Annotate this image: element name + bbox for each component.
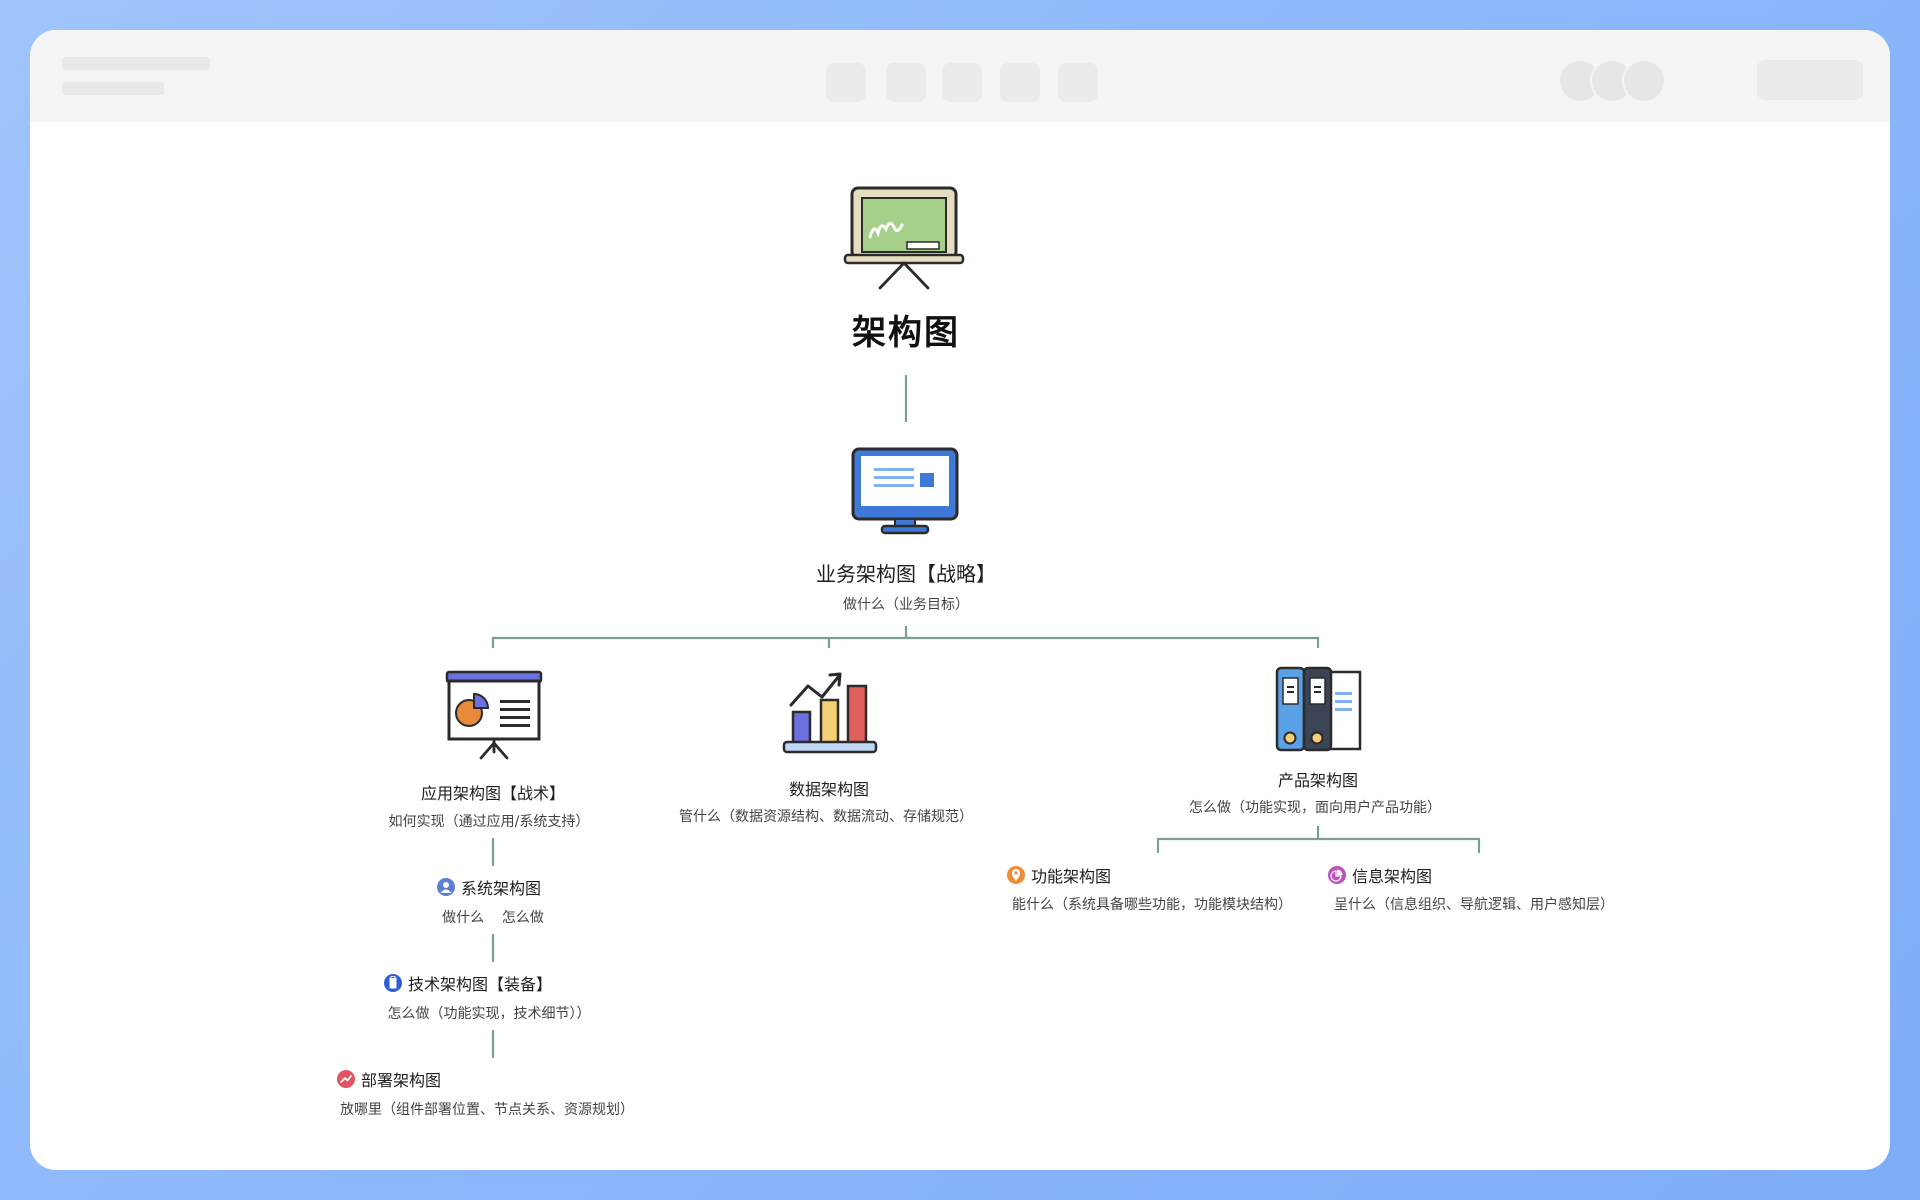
toolbar-button-1[interactable] (826, 63, 866, 102)
bar-chart-icon (782, 672, 878, 754)
blackboard-icon (843, 186, 965, 290)
technology-node-desc: 怎么做（功能实现，技术细节）） (387, 1006, 591, 1022)
root-title[interactable]: 架构图 (852, 313, 960, 353)
clipboard-icon (384, 974, 402, 992)
system-node-title: 系统架构图 (461, 879, 542, 898)
monitor-icon (851, 447, 959, 535)
technology-node-title: 技术架构图【装备】 (408, 975, 553, 994)
user-circle-icon (437, 878, 455, 896)
information-node-title: 信息架构图 (1352, 867, 1433, 886)
data-node-desc: 管什么（数据资源结构、数据流动、存储规范） (679, 809, 973, 825)
app-window (30, 30, 1890, 1170)
product-node-desc: 怎么做（功能实现，面向用户产品功能） (1189, 800, 1441, 816)
trend-circle-icon (337, 1070, 355, 1088)
function-node[interactable]: 功能架构图 (1007, 863, 1111, 887)
information-node[interactable]: 信息架构图 (1328, 863, 1432, 887)
toolbar-button-4[interactable] (1000, 63, 1040, 102)
location-pin-icon (1007, 866, 1025, 884)
deployment-node-title: 部署架构图 (361, 1071, 442, 1090)
document-title-placeholder[interactable] (62, 57, 210, 70)
function-node-desc: 能什么（系统具备哪些功能，功能模块结构） (1012, 897, 1292, 913)
toolbar-button-3[interactable] (942, 63, 982, 102)
connector-product-branches (1156, 826, 1481, 853)
toolbar-button-5[interactable] (1058, 63, 1098, 102)
application-node-title[interactable]: 应用架构图【战术】 (420, 784, 566, 803)
avatar[interactable] (1622, 59, 1666, 103)
presentation-board-icon (445, 670, 543, 760)
pie-chart-icon (1328, 866, 1346, 884)
system-node-desc: 做什么 怎么做 (442, 910, 544, 926)
technology-node[interactable]: 技术架构图【装备】 (384, 971, 552, 995)
business-node-desc: 做什么（业务目标） (843, 597, 969, 613)
document-subtitle-placeholder (62, 82, 164, 95)
function-node-title: 功能架构图 (1031, 867, 1112, 886)
system-node[interactable]: 系统架构图 (437, 875, 541, 899)
business-node-title[interactable]: 业务架构图【战略】 (816, 562, 996, 586)
deployment-node[interactable]: 部署架构图 (337, 1067, 441, 1091)
information-node-desc: 呈什么（信息组织、导航逻辑、用户感知层） (1334, 897, 1614, 913)
deployment-node-desc: 放哪里（组件部署位置、节点关系、资源规划） (340, 1102, 634, 1118)
application-node-desc: 如何实现（通过应用/系统支持） (388, 814, 590, 830)
data-node-title[interactable]: 数据架构图 (788, 780, 870, 799)
toolbar-button-2[interactable] (886, 63, 926, 102)
share-button[interactable] (1757, 60, 1863, 100)
binders-icon (1275, 666, 1362, 752)
product-node-title[interactable]: 产品架构图 (1277, 771, 1359, 790)
toolbar (30, 30, 1890, 122)
connector-business-branches (491, 626, 1320, 648)
